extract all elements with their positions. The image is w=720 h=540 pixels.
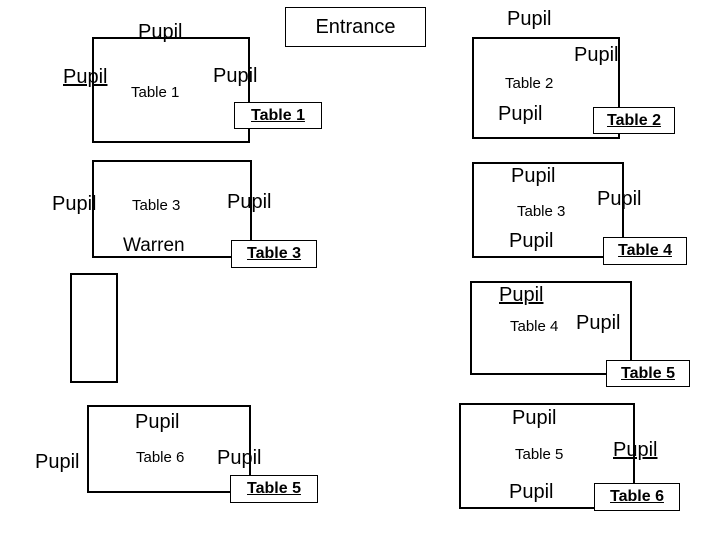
pupil-label: Pupil bbox=[512, 407, 557, 429]
desk-mid-right bbox=[472, 162, 624, 258]
pupil-label: Pupil bbox=[35, 451, 80, 473]
pupil-label: Pupil bbox=[498, 103, 543, 125]
pupil-label: Pupil bbox=[213, 65, 258, 87]
desk-top-left bbox=[92, 37, 250, 143]
pupil-label: Pupil bbox=[613, 439, 658, 461]
table-text: Table 1 bbox=[131, 84, 180, 101]
table-text: Table 3 bbox=[517, 203, 566, 220]
pupil-label: Pupil bbox=[574, 44, 619, 66]
table-text: Table 5 bbox=[515, 446, 564, 463]
table-label: Table 5 bbox=[606, 360, 690, 387]
pupil-label: Pupil bbox=[135, 411, 180, 433]
pupil-label: Pupil bbox=[52, 193, 97, 215]
pupil-label: Pupil bbox=[138, 21, 183, 43]
pupil-label: Pupil bbox=[597, 188, 642, 210]
table-label: Table 1 bbox=[234, 102, 322, 129]
door-block bbox=[70, 273, 118, 383]
desk-lower-right bbox=[470, 281, 632, 375]
pupil-label: Pupil bbox=[507, 8, 552, 30]
pupil-label: Pupil bbox=[511, 165, 556, 187]
table-label: Table 2 bbox=[593, 107, 675, 134]
teacher-name: Warren bbox=[123, 235, 185, 256]
pupil-label: Pupil bbox=[576, 312, 621, 334]
table-label: Table 6 bbox=[594, 483, 680, 511]
desk-bottom-left bbox=[87, 405, 251, 493]
pupil-label: Pupil bbox=[63, 66, 108, 88]
table-text: Table 4 bbox=[510, 318, 559, 335]
entrance-label: Entrance bbox=[285, 7, 426, 47]
table-label: Table 3 bbox=[231, 240, 317, 268]
pupil-label: Pupil bbox=[509, 481, 554, 503]
pupil-label: Pupil bbox=[227, 191, 272, 213]
pupil-label: Pupil bbox=[509, 230, 554, 252]
table-label: Table 4 bbox=[603, 237, 687, 265]
table-text: Table 2 bbox=[505, 75, 554, 92]
table-label: Table 5 bbox=[230, 475, 318, 503]
pupil-label: Pupil bbox=[217, 447, 262, 469]
desk-mid-left bbox=[92, 160, 252, 258]
table-text: Table 3 bbox=[132, 197, 181, 214]
table-text: Table 6 bbox=[136, 449, 185, 466]
pupil-label: Pupil bbox=[499, 284, 544, 306]
